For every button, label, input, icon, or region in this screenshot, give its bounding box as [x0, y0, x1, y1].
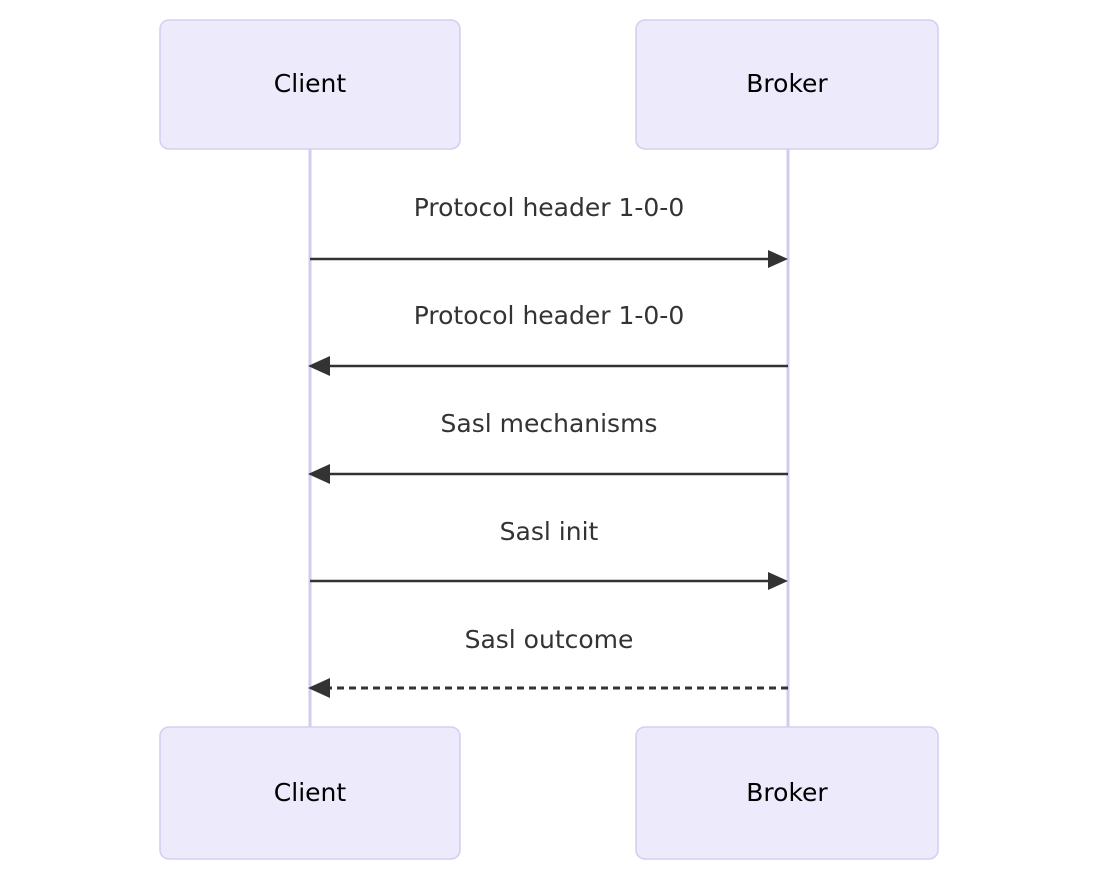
message-5[interactable]: Sasl outcome [308, 625, 788, 698]
actor-box-rect [159, 19, 461, 150]
message-label-sasl-outcome: Sasl outcome [465, 625, 634, 654]
message-3[interactable]: Sasl mechanisms [308, 409, 788, 484]
message-2[interactable]: Protocol header 1-0-0 [308, 301, 788, 376]
actor-box-rect [635, 19, 939, 150]
message-4[interactable]: Sasl init [310, 517, 788, 590]
actor-box-client-top[interactable]: Client [159, 19, 461, 150]
actor-label-client-top: Client [274, 69, 347, 98]
actor-box-rect [635, 726, 939, 860]
actor-label-broker-top: Broker [746, 69, 828, 98]
arrowhead-left-2 [308, 356, 330, 376]
arrowhead-right-1 [768, 250, 788, 268]
actor-label-broker-bottom: Broker [746, 778, 828, 807]
actor-box-rect [159, 726, 461, 860]
message-label-sasl-mechanisms: Sasl mechanisms [441, 409, 658, 438]
message-label-protocol-header-2: Protocol header 1-0-0 [414, 301, 684, 330]
message-label-sasl-init: Sasl init [500, 517, 599, 546]
lifeline-group [308, 149, 790, 727]
message-label-protocol-header-1: Protocol header 1-0-0 [414, 193, 684, 222]
actor-box-client-bottom[interactable]: Client [159, 726, 461, 860]
arrowhead-left-3 [308, 464, 330, 484]
arrowhead-left-5 [308, 678, 330, 698]
lifeline-client [308, 149, 312, 727]
actor-box-broker-bottom[interactable]: Broker [635, 726, 939, 860]
arrowhead-right-4 [768, 572, 788, 590]
actor-label-client-bottom: Client [274, 778, 347, 807]
message-1[interactable]: Protocol header 1-0-0 [310, 193, 788, 268]
lifeline-broker [786, 149, 790, 727]
actor-box-broker-top[interactable]: Broker [635, 19, 939, 150]
